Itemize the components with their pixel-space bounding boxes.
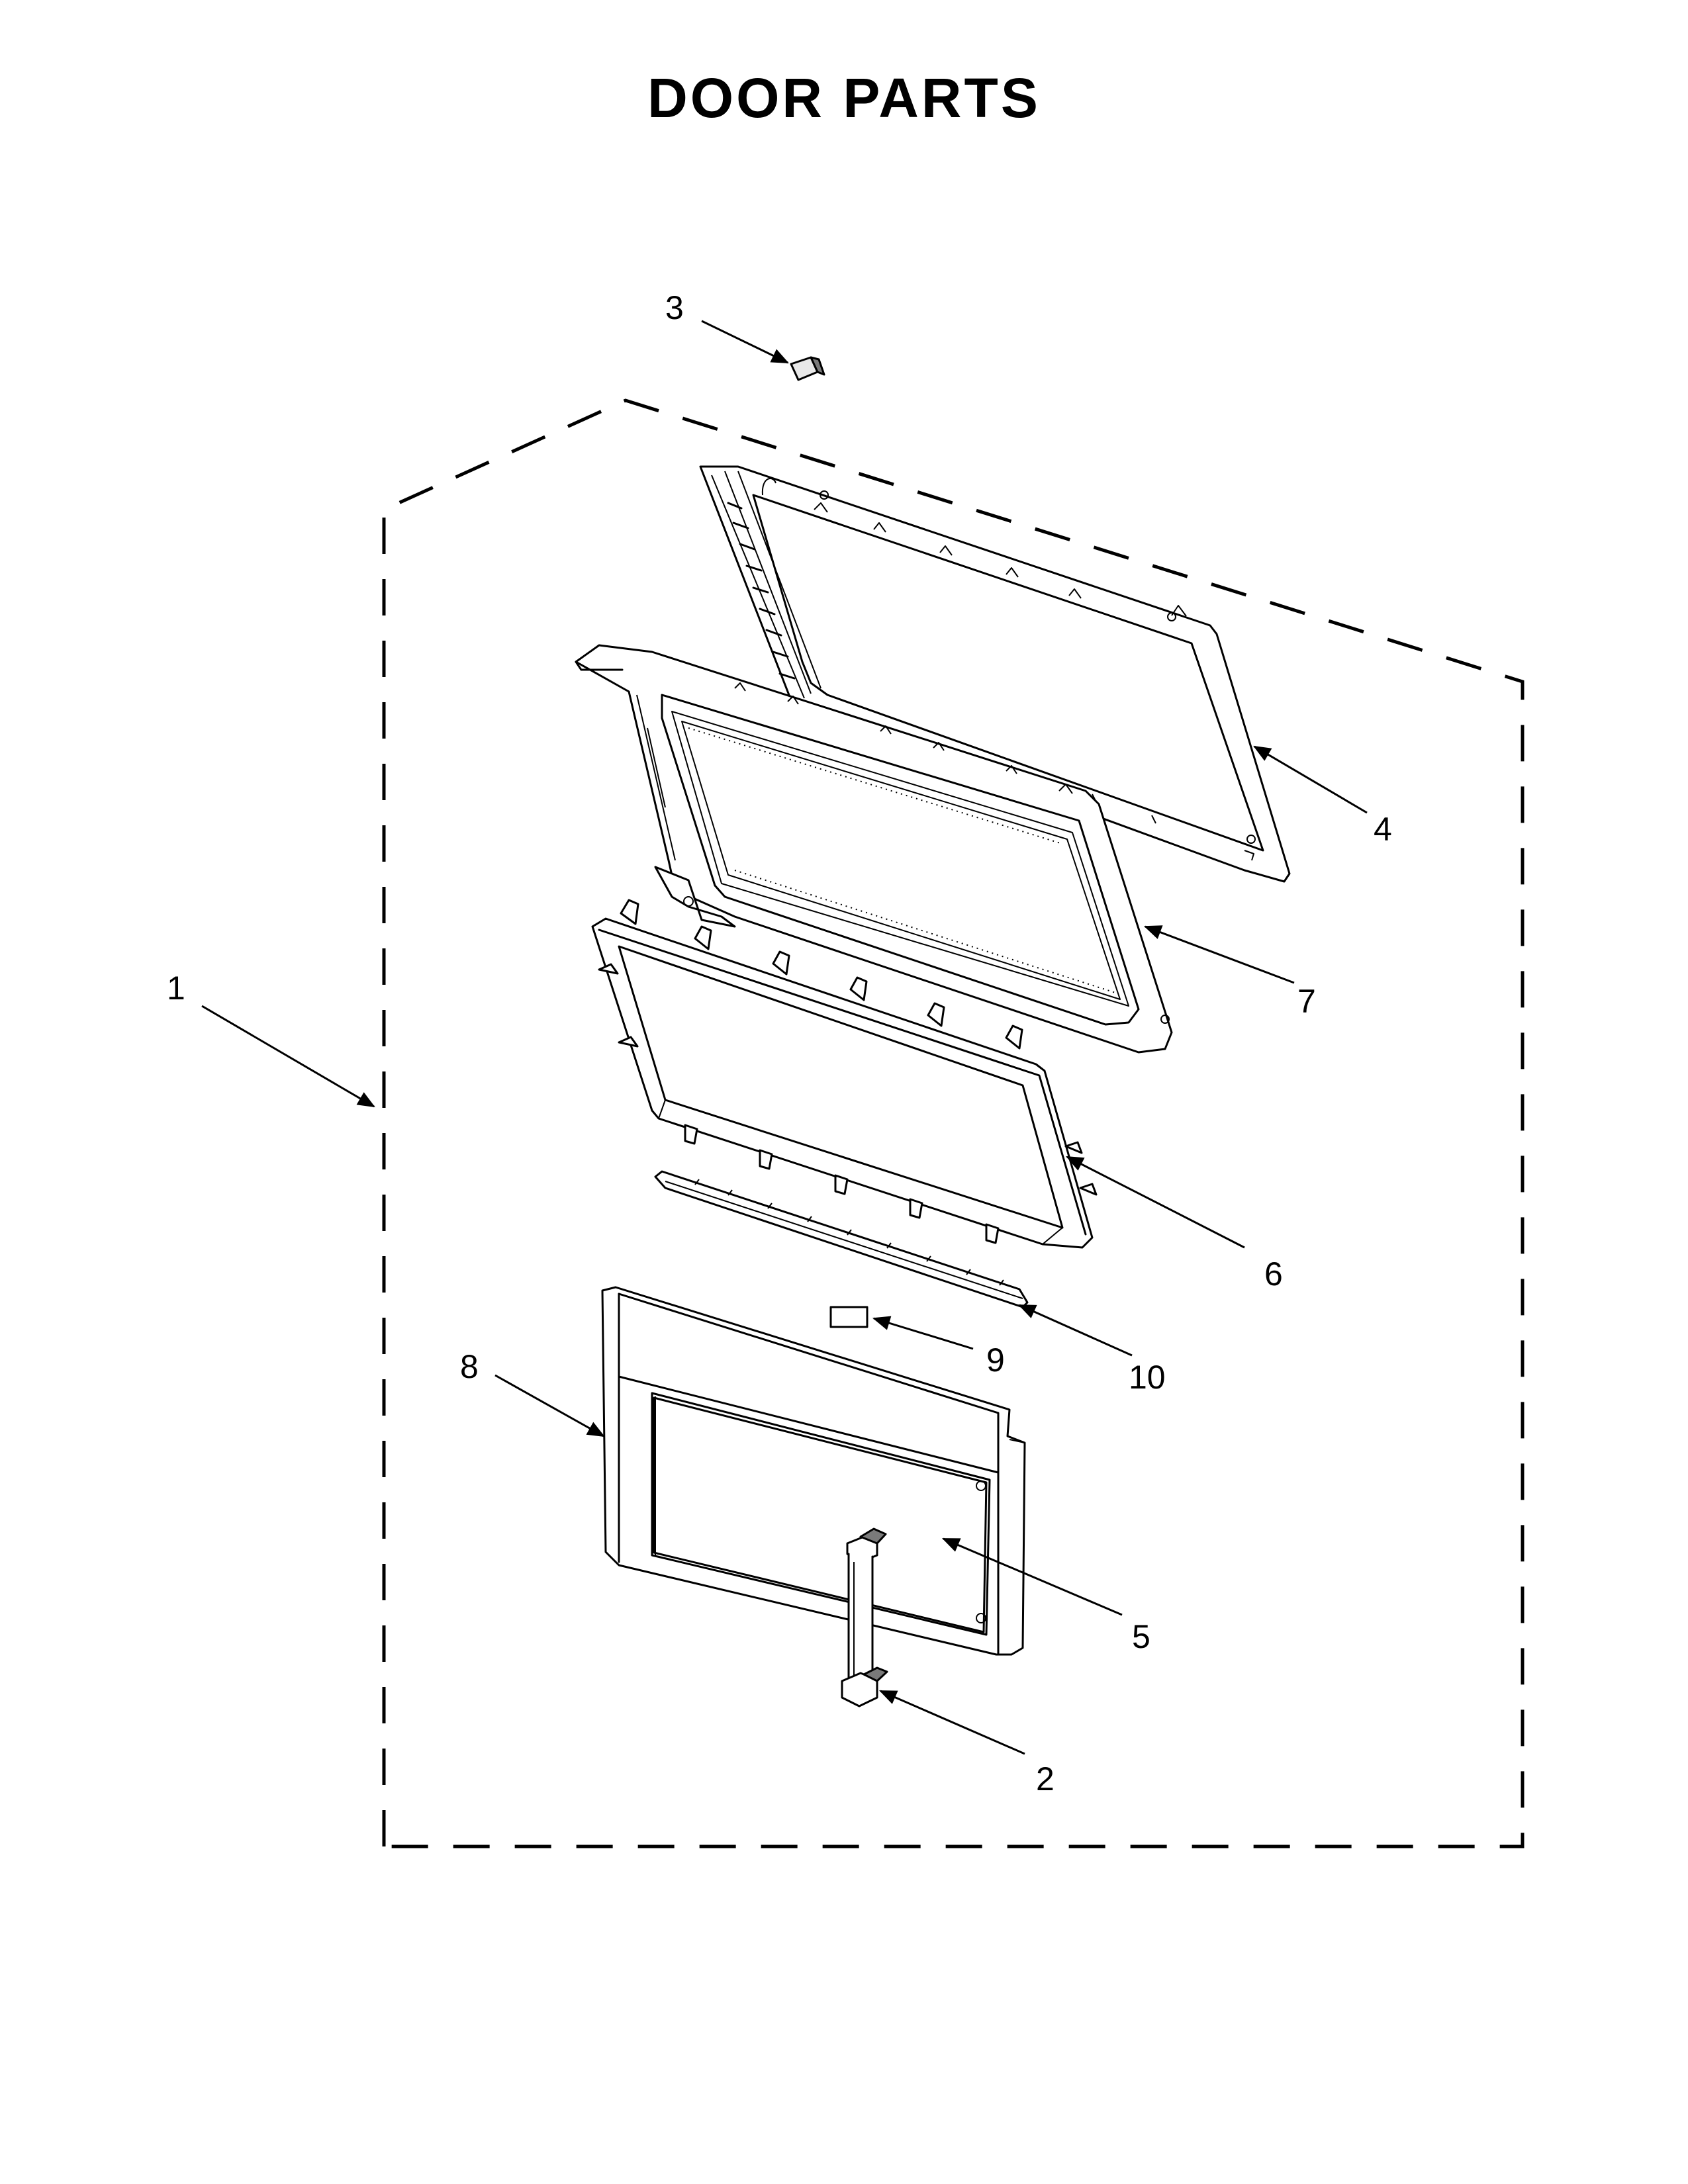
callout-4: 4 [1374, 811, 1392, 848]
leader-4 [1253, 745, 1368, 814]
leader-9 [872, 1316, 974, 1350]
assembly-boundary [382, 398, 1524, 1848]
callout-6: 6 [1264, 1255, 1283, 1293]
leader-2 [878, 1690, 1025, 1755]
part-6-glass-frame [591, 899, 1098, 1249]
callout-1: 1 [167, 970, 185, 1007]
leader-5 [941, 1537, 1123, 1616]
callout-7: 7 [1297, 983, 1316, 1020]
part-10-trim-strip [654, 1170, 1029, 1308]
callout-8: 8 [460, 1348, 479, 1385]
leader-8 [494, 1374, 605, 1437]
leader-10 [1017, 1304, 1133, 1357]
part-8-outer-door [601, 1286, 1026, 1656]
leader-6 [1066, 1156, 1245, 1249]
leader-1 [201, 1005, 375, 1108]
callout-10: 10 [1129, 1359, 1166, 1396]
callout-9: 9 [986, 1342, 1005, 1379]
leader-7 [1143, 925, 1295, 984]
callout-3: 3 [665, 289, 684, 326]
part-9-label [829, 1306, 868, 1328]
leader-3 [701, 320, 789, 364]
part-4-choke-frame [699, 465, 1291, 883]
callout-2: 2 [1036, 1760, 1055, 1797]
page-title: DOOR PARTS [647, 67, 1041, 129]
part-5-window [653, 1396, 988, 1633]
part-3-clip [790, 356, 825, 381]
part-7-inner-door [575, 644, 1173, 1054]
callout-5: 5 [1132, 1618, 1150, 1655]
part-2-handle [841, 1527, 888, 1707]
